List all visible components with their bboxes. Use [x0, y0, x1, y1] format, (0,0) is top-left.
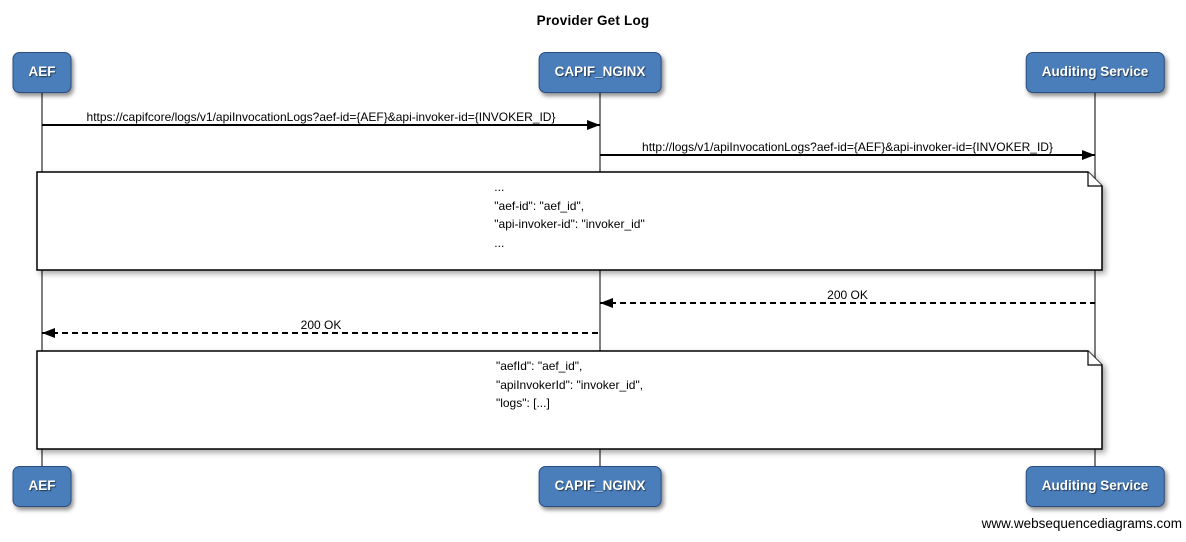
arrowhead-right-icon	[1082, 150, 1095, 160]
lifeline-capif-nginx	[599, 92, 601, 466]
message-forward-request: http://logs/v1/apiInvocationLogs?aef-id=…	[600, 140, 1095, 161]
actor-aef-top: AEF	[12, 52, 72, 93]
note-request-body: ... "aef-id": "aef_id", "api-invoker-id"…	[36, 171, 1103, 271]
arrowhead-left-icon	[600, 298, 613, 308]
message-line	[42, 332, 600, 334]
actor-auditing-service-bottom: Auditing Service	[1025, 466, 1165, 507]
note-line: "aef-id": "aef_id",	[494, 198, 585, 213]
message-forward-request-label: http://logs/v1/apiInvocationLogs?aef-id=…	[642, 140, 1053, 154]
message-line	[600, 302, 1095, 304]
diagram-title: Provider Get Log	[536, 13, 650, 28]
lifeline-aef	[41, 92, 43, 466]
actor-auditing-service-top: Auditing Service	[1025, 52, 1165, 93]
message-200-ok-auditing: 200 OK	[600, 288, 1095, 309]
note-line: "apiInvokerId": "invoker_id",	[495, 377, 644, 392]
arrowhead-left-icon	[42, 328, 55, 338]
message-get-log-request-label: https://capifcore/logs/v1/apiInvocationL…	[86, 110, 556, 124]
message-200-ok-aef-label: 200 OK	[300, 318, 342, 332]
note-line: "logs": [...]	[495, 396, 550, 410]
note-fold-icon	[1087, 172, 1102, 187]
message-200-ok-auditing-label: 200 OK	[827, 288, 868, 302]
note-outline	[36, 171, 1103, 271]
note-line: ...	[494, 180, 505, 194]
actor-capif-nginx-bottom: CAPIF_NGINX	[538, 466, 662, 507]
note-fold-icon	[1087, 351, 1102, 366]
note-response-body: "aefId": "aef_id", "apiInvokerId": "invo…	[36, 350, 1103, 450]
arrowhead-right-icon	[587, 120, 600, 130]
note-line: "aefId": "aef_id",	[495, 359, 583, 373]
actor-aef-bottom: AEF	[12, 466, 72, 507]
message-line	[600, 154, 1095, 156]
note-response-body-text: "aefId": "aef_id", "apiInvokerId": "invo…	[496, 357, 643, 413]
message-get-log-request: https://capifcore/logs/v1/apiInvocationL…	[42, 110, 600, 131]
message-line	[42, 124, 600, 126]
lifeline-auditing-service	[1094, 92, 1096, 466]
note-outline	[36, 350, 1103, 450]
note-request-body-text: ... "aef-id": "aef_id", "api-invoker-id"…	[494, 178, 644, 252]
note-line: ...	[494, 235, 505, 250]
watermark: www.websequencediagrams.com	[981, 516, 1182, 531]
note-line: "api-invoker-id": "invoker_id"	[494, 217, 645, 231]
actor-capif-nginx-top: CAPIF_NGINX	[538, 52, 662, 93]
message-200-ok-aef: 200 OK	[42, 318, 600, 339]
